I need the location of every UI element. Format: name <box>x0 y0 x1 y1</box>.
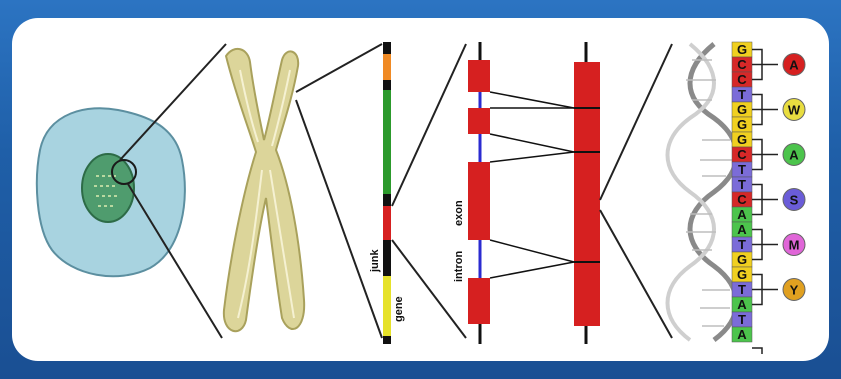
gene-label: gene <box>393 296 405 322</box>
nucleotide-letter: A <box>737 327 747 342</box>
codon-bracket <box>752 230 778 260</box>
nucleotide-letter: T <box>738 162 746 177</box>
nucleotide-letter: G <box>737 102 747 117</box>
zoom-line <box>392 44 466 206</box>
nucleotide-letter: T <box>738 312 746 327</box>
codon-bracket <box>752 185 778 215</box>
dna-helix <box>668 44 737 340</box>
nucleotide-letter: G <box>737 42 747 57</box>
nucleotide-letter: T <box>738 87 746 102</box>
codon-bracket <box>752 95 778 125</box>
nucleotide-letter: G <box>737 252 747 267</box>
gene-strip <box>383 42 391 344</box>
nucleotide-letter: T <box>738 237 746 252</box>
codon-bracket <box>752 275 778 305</box>
zoom-line <box>296 100 382 338</box>
amino-acid-letter: A <box>789 148 799 163</box>
nucleotide-letter: A <box>737 222 747 237</box>
nucleotide-letter: T <box>738 282 746 297</box>
amino-acid-letter: W <box>788 103 801 118</box>
junk-label: junk <box>369 249 381 273</box>
exon-intron-view <box>468 42 490 344</box>
zoom-line <box>600 210 672 338</box>
codon-bracket <box>752 50 778 80</box>
nucleotide-letter: C <box>737 192 747 207</box>
nucleotide-letter: C <box>737 72 747 87</box>
exon-block <box>468 108 490 134</box>
exon-block <box>468 162 490 240</box>
codon-bracket <box>752 348 762 354</box>
nucleotide-letter: A <box>737 297 747 312</box>
nucleotide-letter: T <box>738 177 746 192</box>
cell <box>37 108 185 276</box>
intron-label: intron <box>453 251 465 282</box>
nucleotide-letter: C <box>737 147 747 162</box>
amino-acid-letter: A <box>789 58 799 73</box>
zoom-line <box>296 44 382 92</box>
nucleotide-letter: G <box>737 117 747 132</box>
exon-block <box>468 60 490 92</box>
zoom-line <box>600 44 672 200</box>
nucleotide-letter: G <box>737 132 747 147</box>
nucleotide-letter: A <box>737 207 747 222</box>
amino-acid-letter: Y <box>790 283 799 298</box>
nucleus <box>82 154 134 222</box>
exon-label: exon <box>453 200 465 226</box>
amino-acid-column: A W A S M Y <box>752 50 805 355</box>
amino-acid-letter: S <box>790 193 799 208</box>
amino-acid-letter: M <box>789 238 800 253</box>
codon-bracket <box>752 140 778 170</box>
chromosome <box>224 49 304 331</box>
mrna-strip <box>574 42 600 344</box>
nucleotide-letter: G <box>737 267 747 282</box>
exon-block <box>468 278 490 324</box>
splice-lines <box>490 92 574 278</box>
nucleotide-letter: C <box>737 57 747 72</box>
